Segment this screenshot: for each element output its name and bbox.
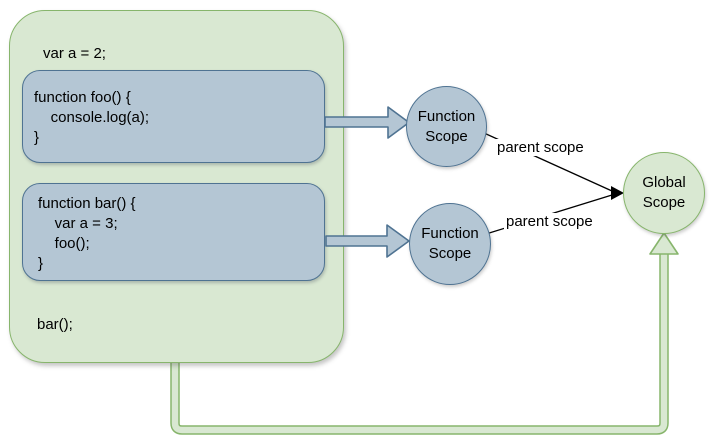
edge-label-parent-scope-top: parent scope [495,139,586,156]
code-box-bar: function bar() { var a = 3; foo(); } [22,183,325,281]
code-box-foo: function foo() { console.log(a); } [22,70,325,163]
function-scope-node-bar: Function Scope [409,203,491,285]
function-scope-node-foo: Function Scope [406,86,487,167]
statement-var-a: var a = 2; [43,45,106,62]
global-return-arrowhead-icon [649,232,679,255]
global-scope-node: Global Scope [623,152,705,234]
edge-label-parent-scope-bottom: parent scope [504,213,595,230]
statement-bar-call: bar(); [37,316,73,333]
